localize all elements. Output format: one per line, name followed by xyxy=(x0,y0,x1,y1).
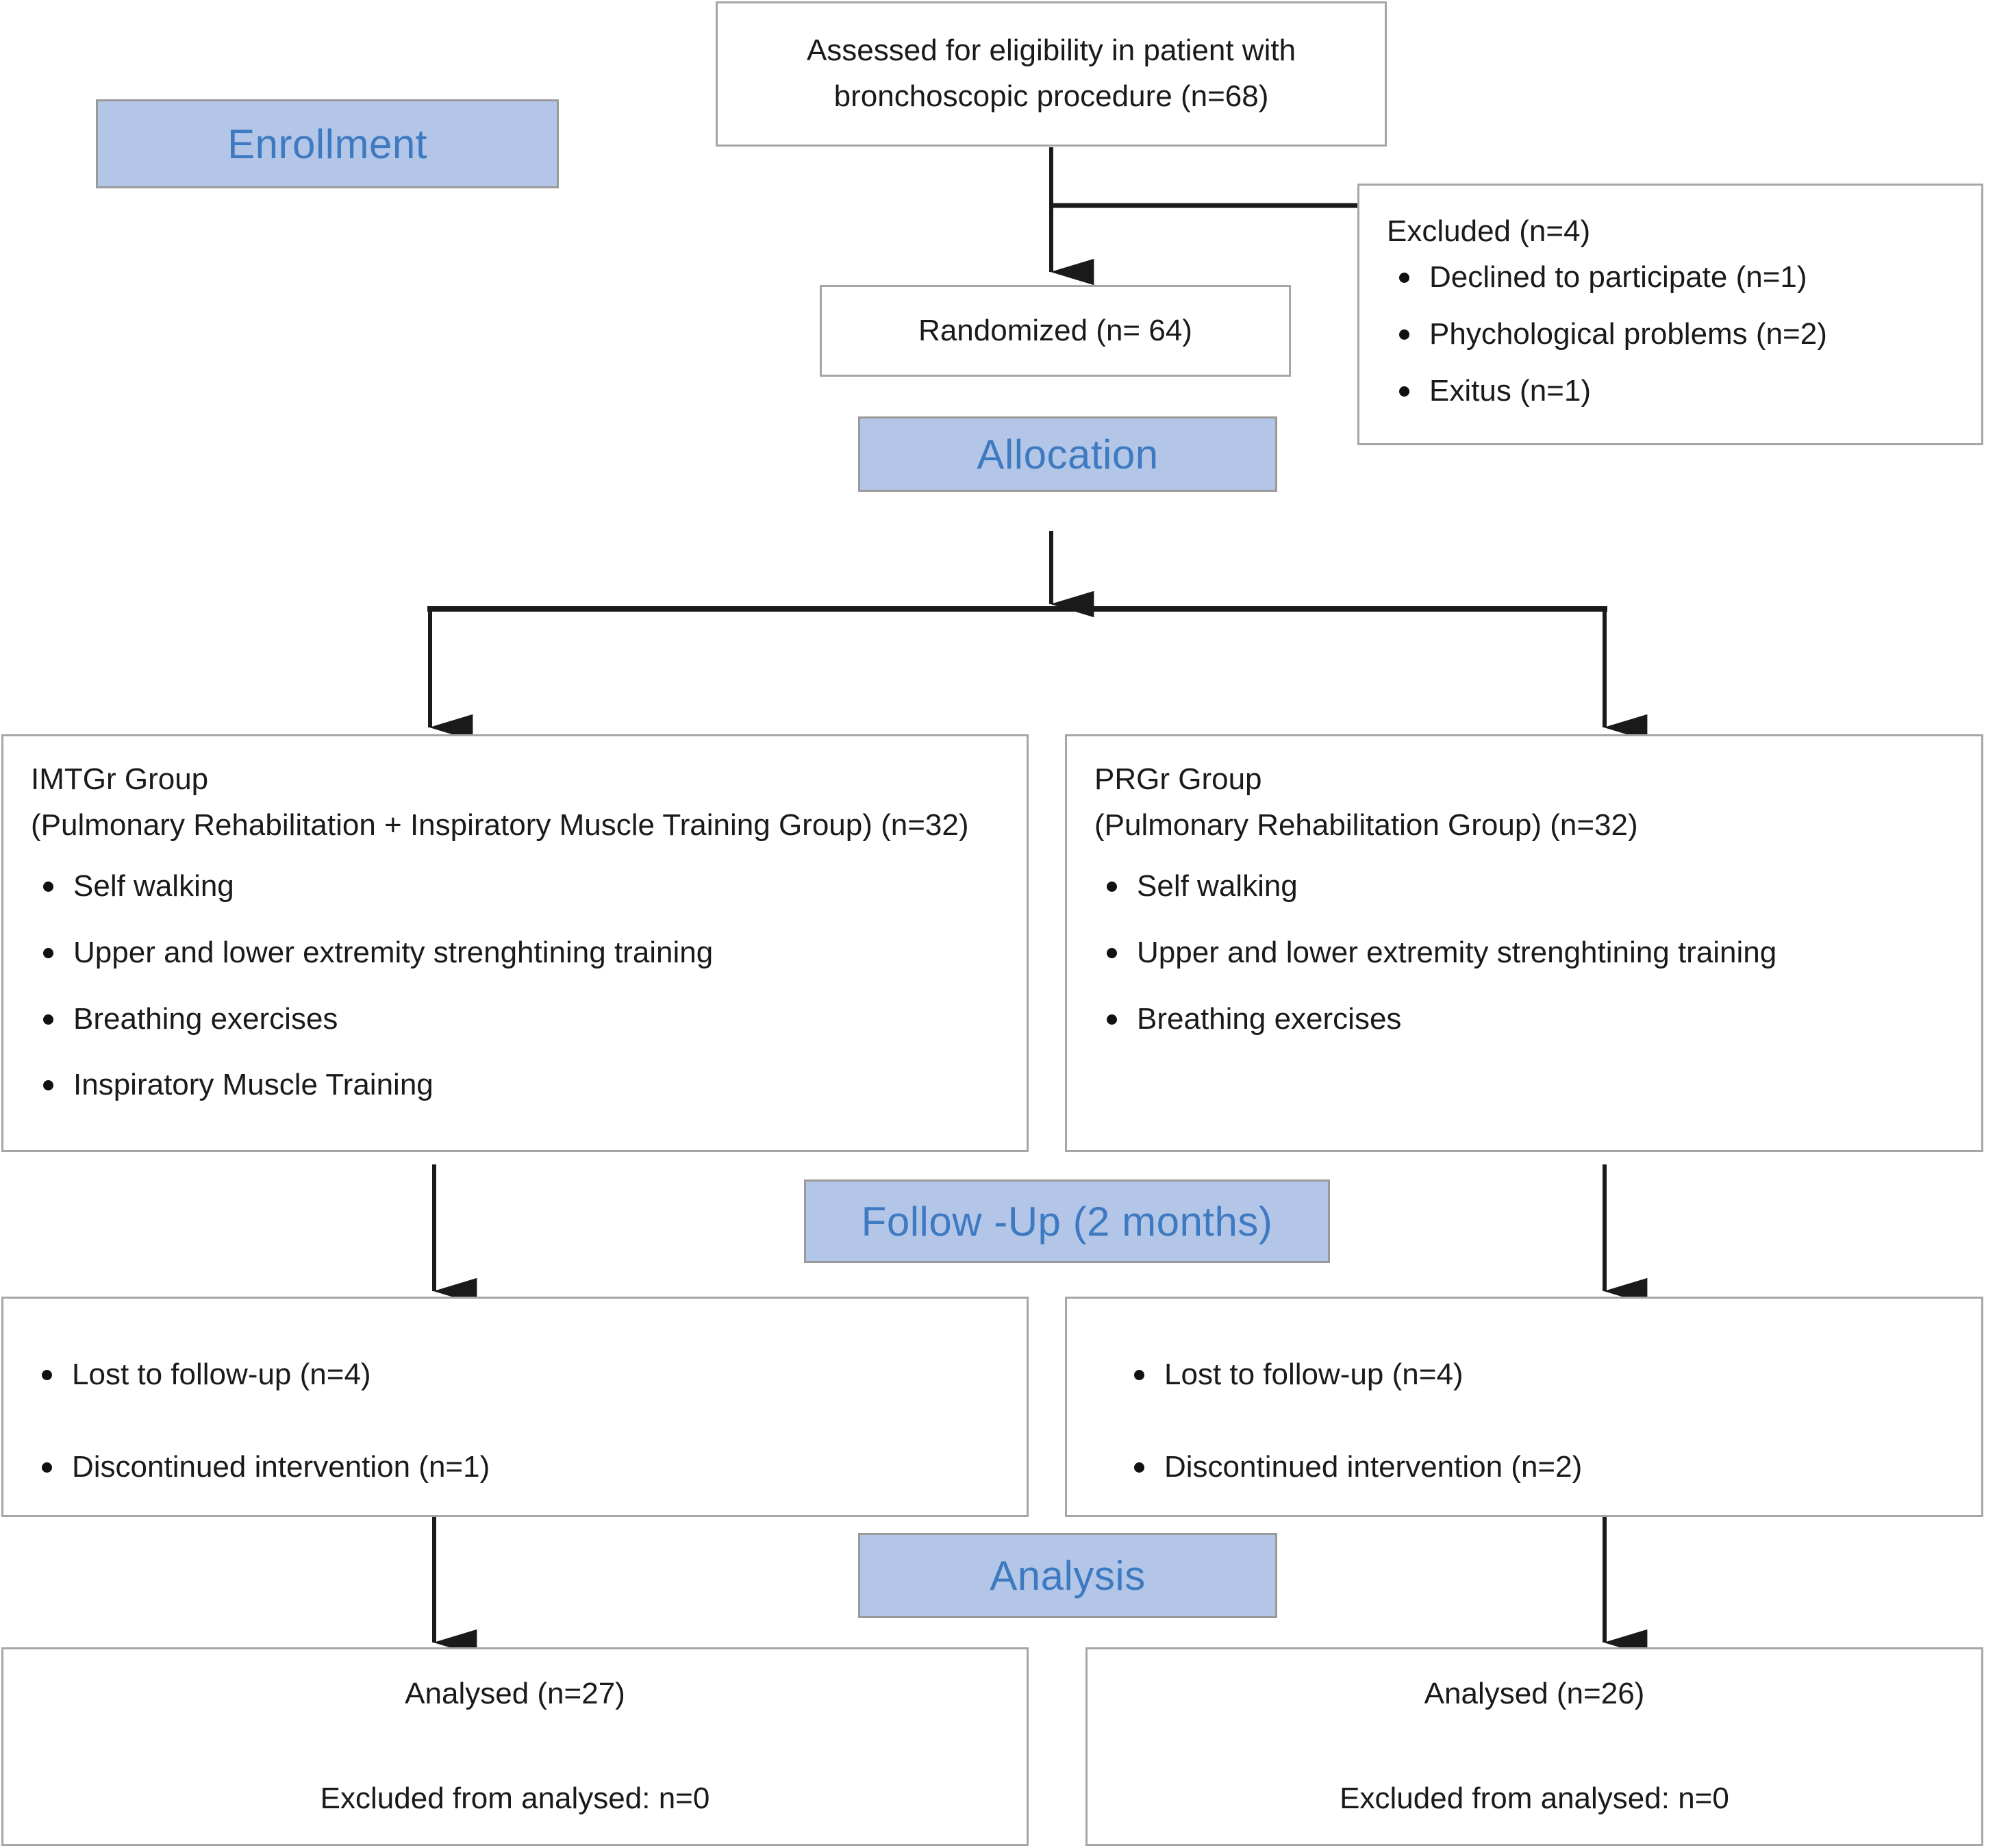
group-interventions-imtgr: Self walking Upper and lower extremity s… xyxy=(31,864,999,1109)
excluded-box: Excluded (n=4) Declined to participate (… xyxy=(1357,184,1983,445)
list-item: Self walking xyxy=(1094,864,1954,910)
list-item: Self walking xyxy=(31,864,999,910)
list-item: Lost to follow-up (n=4) xyxy=(1122,1352,1981,1398)
intervention-text: Self walking xyxy=(73,869,234,903)
followup-list-prgr: Lost to follow-up (n=4) Discontinued int… xyxy=(1122,1352,1981,1490)
followup-box-imtgr: Lost to follow-up (n=4) Discontinued int… xyxy=(1,1297,1029,1517)
analysed-count-imtgr: Analysed (n=27) xyxy=(405,1677,625,1711)
followup-text: Discontinued intervention (n=1) xyxy=(72,1449,490,1484)
excluded-reason-text: Declined to participate (n=1) xyxy=(1429,260,1807,294)
group-name-prgr: PRGr Group xyxy=(1094,762,1262,796)
analysis-box-prgr: Analysed (n=26) Excluded from analysed: … xyxy=(1085,1647,1983,1846)
group-box-prgr: PRGr Group (Pulmonary Rehabilitation Gro… xyxy=(1065,734,1983,1152)
stage-label-followup: Follow -Up (2 months) xyxy=(804,1179,1330,1263)
group-description-imtgr: (Pulmonary Rehabilitation + Inspiratory … xyxy=(31,808,969,842)
followup-text: Lost to follow-up (n=4) xyxy=(1164,1358,1464,1391)
stage-label-analysis-text: Analysis xyxy=(990,1552,1146,1599)
list-item: Upper and lower extremity strenghtining … xyxy=(31,930,999,976)
list-item: Discontinued intervention (n=2) xyxy=(1122,1445,1981,1490)
stage-label-allocation: Allocation xyxy=(858,416,1277,492)
assessed-for-eligibility-text: Assessed for eligibility in patient with… xyxy=(806,34,1296,113)
intervention-text: Breathing exercises xyxy=(73,1001,338,1036)
followup-text: Lost to follow-up (n=4) xyxy=(72,1358,371,1391)
excluded-reasons-list: Declined to participate (n=1) Phychologi… xyxy=(1387,255,1954,414)
list-item: Upper and lower extremity strenghtining … xyxy=(1094,930,1954,976)
group-box-imtgr: IMTGr Group (Pulmonary Rehabilitation + … xyxy=(1,734,1029,1152)
intervention-text: Upper and lower extremity strenghtining … xyxy=(1137,935,1777,969)
stage-label-followup-text: Follow -Up (2 months) xyxy=(861,1198,1273,1245)
list-item: Breathing exercises xyxy=(1094,997,1954,1042)
list-item: Inspiratory Muscle Training xyxy=(31,1062,999,1108)
group-interventions-prgr: Self walking Upper and lower extremity s… xyxy=(1094,864,1954,1042)
excluded-from-analysed-imtgr: Excluded from analysed: n=0 xyxy=(320,1782,710,1815)
list-item: Lost to follow-up (n=4) xyxy=(29,1352,1027,1398)
stage-label-enrollment: Enrollment xyxy=(96,99,559,188)
analysis-box-imtgr: Analysed (n=27) Excluded from analysed: … xyxy=(1,1647,1029,1846)
excluded-from-analysed-prgr: Excluded from analysed: n=0 xyxy=(1340,1782,1729,1815)
analysed-count-prgr: Analysed (n=26) xyxy=(1424,1677,1645,1711)
intervention-text: Self walking xyxy=(1137,869,1298,903)
stage-label-enrollment-text: Enrollment xyxy=(227,121,427,167)
excluded-reason-text: Exitus (n=1) xyxy=(1429,373,1591,408)
stage-label-analysis: Analysis xyxy=(858,1533,1277,1618)
list-item: Breathing exercises xyxy=(31,997,999,1042)
intervention-text: Breathing exercises xyxy=(1137,1001,1402,1036)
group-name-imtgr: IMTGr Group xyxy=(31,762,209,796)
list-item: Exitus (n=1) xyxy=(1387,369,1954,414)
followup-text: Discontinued intervention (n=2) xyxy=(1164,1449,1583,1484)
followup-list-imtgr: Lost to follow-up (n=4) Discontinued int… xyxy=(29,1352,1027,1490)
stage-label-allocation-text: Allocation xyxy=(977,431,1159,477)
randomized-text: Randomized (n= 64) xyxy=(918,313,1192,347)
followup-box-prgr: Lost to follow-up (n=4) Discontinued int… xyxy=(1065,1297,1983,1517)
assessed-for-eligibility-box: Assessed for eligibility in patient with… xyxy=(716,1,1387,147)
list-item: Phychological problems (n=2) xyxy=(1387,312,1954,358)
group-description-prgr: (Pulmonary Rehabilitation Group) (n=32) xyxy=(1094,808,1638,842)
intervention-text: Inspiratory Muscle Training xyxy=(73,1068,434,1102)
intervention-text: Upper and lower extremity strenghtining … xyxy=(73,935,714,969)
excluded-reason-text: Phychological problems (n=2) xyxy=(1429,316,1827,351)
list-item: Declined to participate (n=1) xyxy=(1387,255,1954,301)
list-item: Discontinued intervention (n=1) xyxy=(29,1445,1027,1490)
randomized-box: Randomized (n= 64) xyxy=(820,285,1291,377)
excluded-heading: Excluded (n=4) xyxy=(1387,214,1591,248)
